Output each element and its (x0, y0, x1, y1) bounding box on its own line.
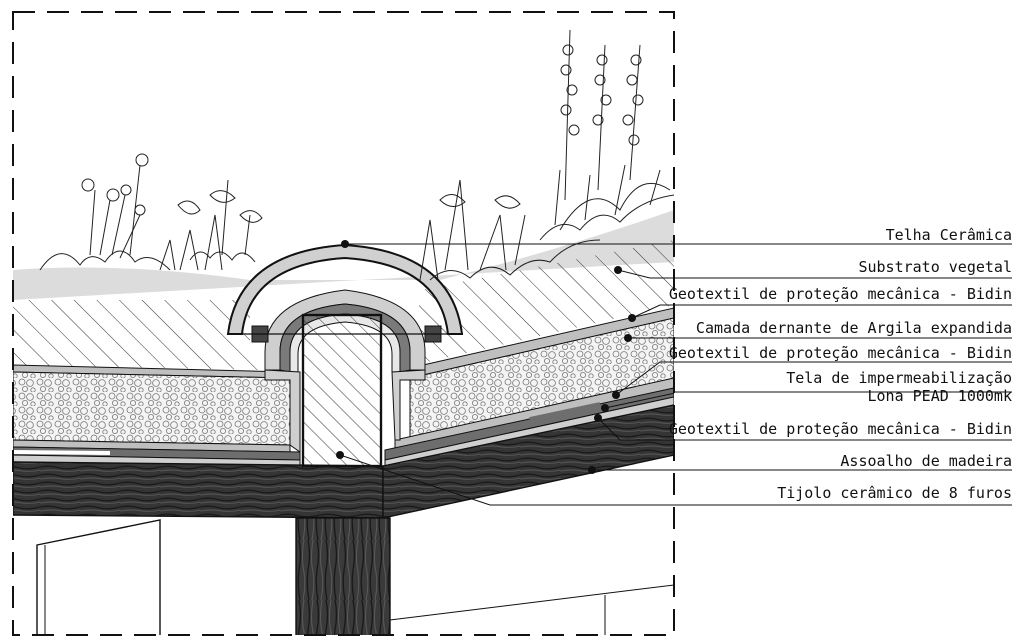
label-tela-1: Tela de impermeabilização (786, 369, 1012, 387)
label-camada: Camada dernante de Argila expandida (696, 319, 1012, 337)
label-geotextil-2: Geotextil de proteção mecânica - Bidin (669, 344, 1012, 362)
lower-wall-panel (36, 519, 161, 635)
leader-dots (336, 240, 636, 474)
label-telha: Telha Cerâmica (886, 226, 1012, 244)
drainage-layer-right (409, 317, 674, 441)
label-geotextil-3: Geotextil de proteção mecânica - Bidin (669, 420, 1012, 438)
label-assoalho: Assoalho de madeira (840, 452, 1012, 470)
drainage-layer-left (13, 371, 291, 446)
section-drawing (13, 29, 674, 635)
label-tela-2: Lona PEAD 1000mk (868, 387, 1013, 405)
leader-lines (339, 243, 674, 506)
label-substrato: Substrato vegetal (858, 258, 1012, 276)
wood-deck-right (382, 404, 674, 519)
substrate-right (415, 240, 674, 365)
wood-deck-left (13, 461, 384, 519)
wood-post (295, 517, 391, 635)
ceramic-tile (226, 243, 464, 335)
labels: Telha Cerâmica Substrato vegetal Geotext… (669, 226, 1012, 502)
substrate-band (13, 210, 674, 300)
detail-frame (12, 11, 675, 636)
ceramic-brick (301, 313, 383, 468)
label-geotextil-1: Geotextil de proteção mecânica - Bidin (669, 285, 1012, 303)
substrate-left (13, 300, 263, 370)
vegetation (39, 29, 674, 281)
label-tijolo: Tijolo cerâmico de 8 furos (777, 484, 1012, 502)
